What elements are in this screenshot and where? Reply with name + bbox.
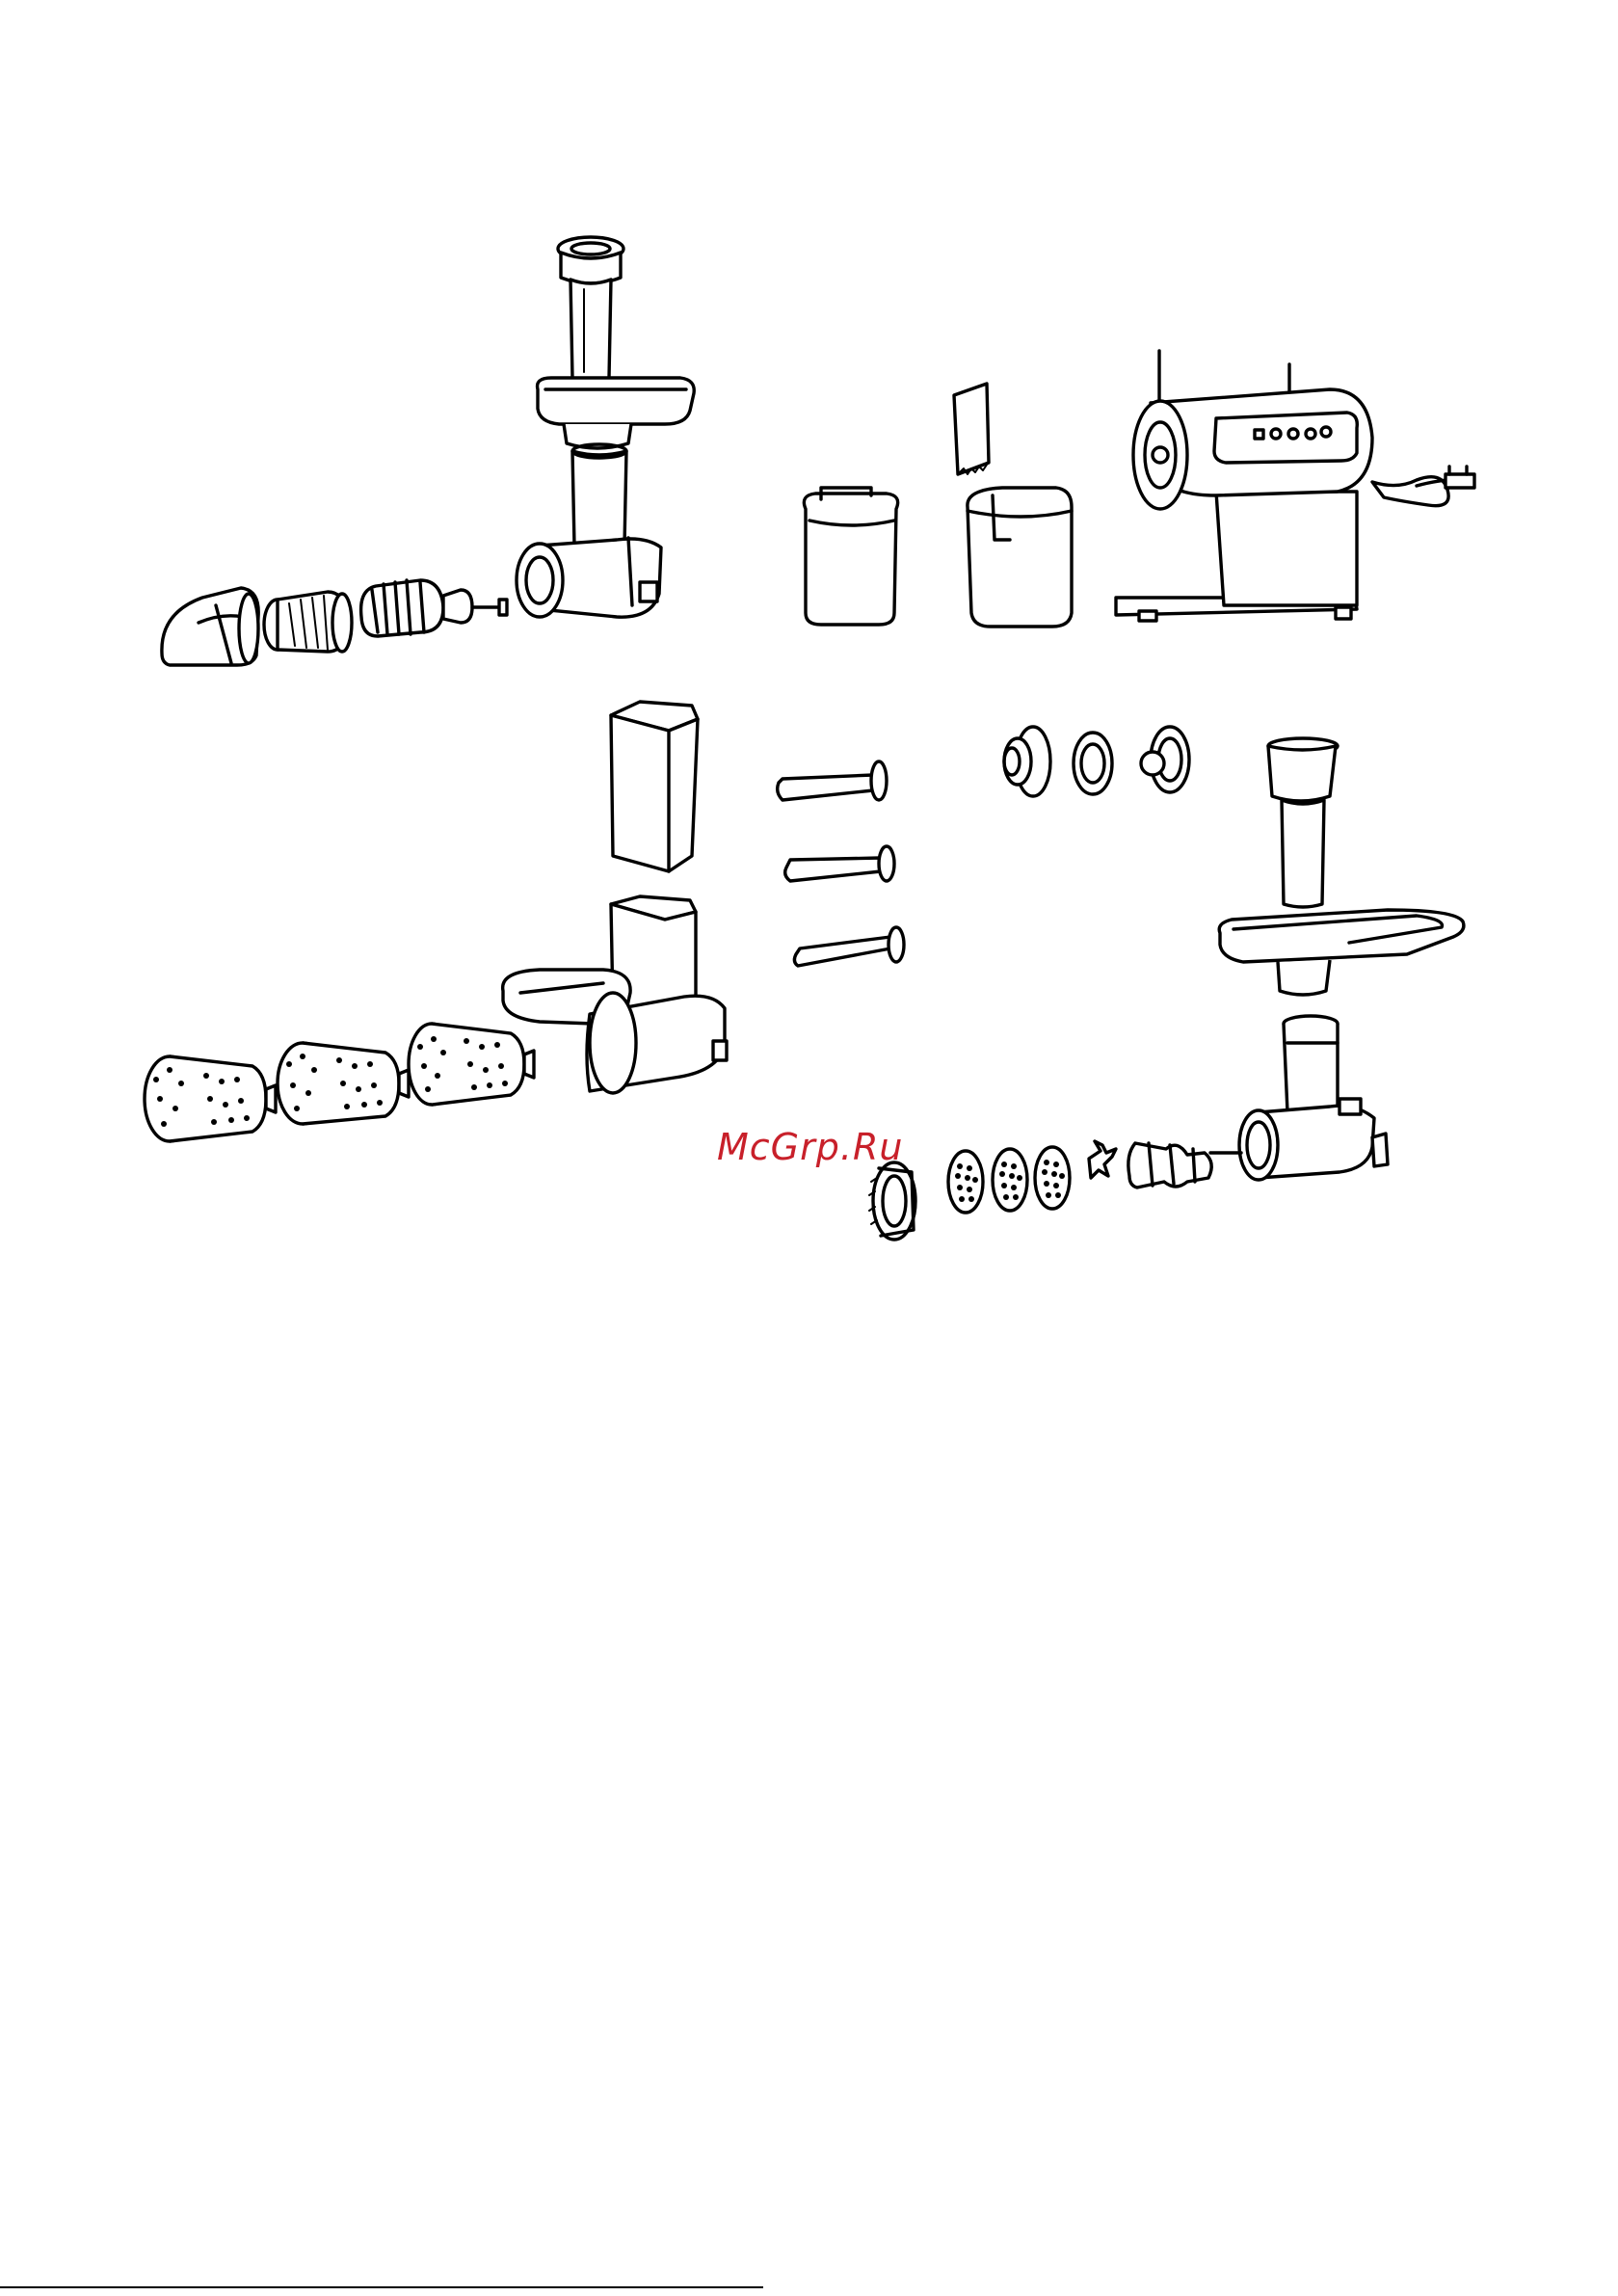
kibbe-ring	[1074, 733, 1112, 794]
slicer-housing	[503, 896, 727, 1093]
grinder-plate-2	[993, 1149, 1027, 1211]
pulp-container	[804, 488, 897, 625]
slicer-pusher	[611, 702, 698, 871]
grinder-tray	[1219, 910, 1464, 995]
juicer-housing	[517, 444, 661, 617]
juice-containers	[804, 384, 1072, 627]
meat-grinder-attachment	[869, 738, 1464, 1240]
sausage-tubes	[778, 761, 904, 966]
foam-separator-lid	[954, 384, 989, 474]
juicer-attachment	[162, 237, 694, 665]
grinder-plates	[948, 1147, 1070, 1213]
juice-cup	[968, 488, 1072, 627]
grinder-plate-1	[948, 1151, 983, 1213]
kibbe-disc	[1141, 727, 1189, 792]
drum-cone-2	[278, 1043, 409, 1124]
juicer-pusher	[558, 237, 623, 382]
grinder-housing	[1239, 1016, 1388, 1180]
grinder-plate-3	[1035, 1147, 1070, 1209]
juicer-hopper-tray	[538, 378, 695, 448]
juicer-end-cap	[162, 588, 258, 665]
kibbe-cone	[1004, 727, 1050, 796]
grinder-screw	[1128, 1143, 1241, 1188]
juicer-strainer	[264, 592, 352, 652]
slicer-attachment	[145, 702, 727, 1141]
watermark: McGrp.Ru	[717, 1126, 903, 1168]
kibbe-parts	[1004, 727, 1189, 796]
sausage-tube-2	[785, 846, 894, 881]
drum-cone-3	[409, 1024, 534, 1105]
juicer-auger	[361, 580, 507, 636]
drum-cone-1	[145, 1056, 276, 1141]
power-plug	[1446, 467, 1474, 488]
main-unit	[1116, 351, 1474, 621]
grinder-pusher	[1268, 738, 1338, 907]
sausage-tube-3	[794, 927, 904, 966]
footer-rule	[0, 2286, 763, 2288]
grinder-ring-nut	[869, 1162, 915, 1240]
grinder-blade	[1089, 1141, 1116, 1178]
drum-cones	[145, 1024, 534, 1141]
sausage-tube-1	[778, 761, 887, 800]
